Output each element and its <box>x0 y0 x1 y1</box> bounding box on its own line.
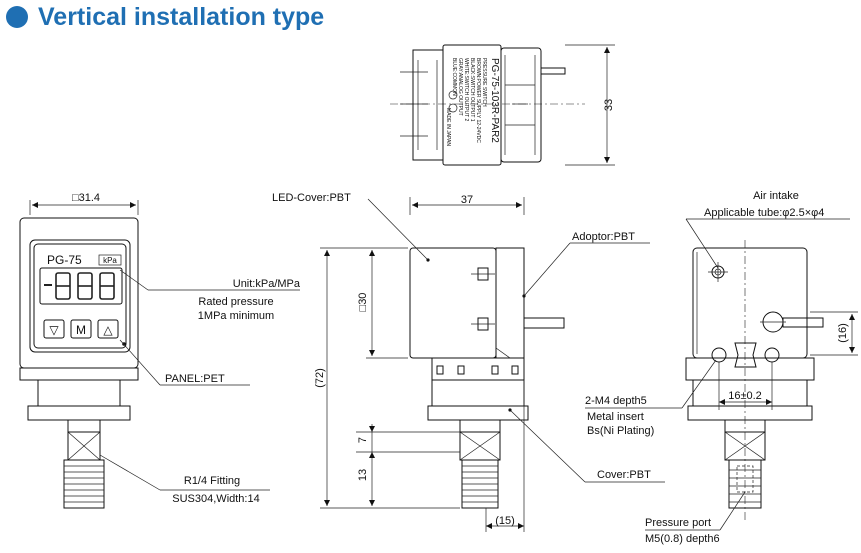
panel-callout: PANEL:PET <box>165 373 225 385</box>
mode-icon: M <box>76 323 86 337</box>
rated-pressure-callout: Rated pressure <box>198 296 273 308</box>
led-display <box>39 267 123 305</box>
section-header: Vertical installation type <box>6 2 324 32</box>
up-button <box>97 319 119 339</box>
up-arrow-icon: △ <box>103 323 113 337</box>
width-dimension: □31.4 <box>72 192 100 204</box>
fitting-material: SUS304,Width:14 <box>172 493 259 505</box>
m4-plating: Bs(Ni Plating) <box>587 425 654 437</box>
led-cover-callout: LED-Cover:PBT <box>272 192 351 204</box>
m4-callout: 2-M4 depth5 <box>585 395 647 407</box>
adaptor-callout: Adoptor:PBT <box>572 231 635 243</box>
pressure-port-spec: M5(0.8) depth6 <box>645 533 720 545</box>
rear-view: (16) 16±0.2 Air intake Applicable tube:φ… <box>585 190 858 545</box>
depth-dimension: 37 <box>461 194 473 206</box>
air-intake-callout: Air intake <box>753 190 799 202</box>
height-dimension: 33 <box>603 99 615 111</box>
unit-badge: kPa <box>103 256 117 265</box>
offset-dimension: (15) <box>495 515 515 527</box>
model-label-line: PRESSURE SWITCH <box>481 58 487 107</box>
top-view: 33 PG-75-103R-PAR2 PRESSURE SWITCH BROWN… <box>390 44 615 166</box>
model-label-line: WHITE:SWITCH OUTPUT 2 <box>463 58 469 121</box>
front-view: □31.4 PG-75 kPa ▽ M △ <box>19 192 301 509</box>
ce-mark-icon <box>448 103 458 113</box>
model-name: PG-75 <box>47 253 82 267</box>
model-label-line: GRAY:ANALOG OUTPUT <box>457 58 463 116</box>
bullet-icon <box>6 6 28 28</box>
m4-material: Metal insert <box>587 411 644 423</box>
model-label-line: BLACK:SWITCH OUTPUT 1 <box>469 58 475 122</box>
tube-height-dimension: (16) <box>837 323 849 343</box>
pressure-port-callout: Pressure port <box>645 517 711 529</box>
model-label-line: BROWN:POWER SUPPLY 12-24VDC <box>475 58 481 143</box>
down-button <box>43 319 65 339</box>
pitch-dimension: 16±0.2 <box>728 390 762 402</box>
tube-callout: Applicable tube:φ2.5×φ4 <box>704 207 824 219</box>
fitting-callout: R1/4 Fitting <box>184 475 240 487</box>
model-label-line: MADE IN JAPAN <box>445 108 451 146</box>
m4-insert-right-icon <box>764 347 780 363</box>
thread-dimension: 13 <box>357 469 369 481</box>
section-title: Vertical installation type <box>38 2 325 31</box>
down-arrow-icon: ▽ <box>49 323 59 337</box>
side-view: 37 (72) <box>272 192 665 532</box>
led-digits <box>44 272 115 300</box>
certification-mark-icon <box>448 90 458 100</box>
cover-callout: Cover:PBT <box>597 469 651 481</box>
mode-button <box>70 319 92 339</box>
body-height-dimension: □30 <box>357 293 369 312</box>
total-height-dimension: (72) <box>314 368 326 388</box>
model-label-line: BLUE:COMMON <box>451 58 457 96</box>
rated-pressure-value: 1MPa minimum <box>198 310 274 322</box>
model-label-line: PG-75-103R-PAR2 <box>489 58 500 143</box>
hex-dimension: 7 <box>357 437 369 443</box>
unit-callout: Unit:kPa/MPa <box>233 278 301 290</box>
m4-insert-left-icon <box>711 347 727 363</box>
